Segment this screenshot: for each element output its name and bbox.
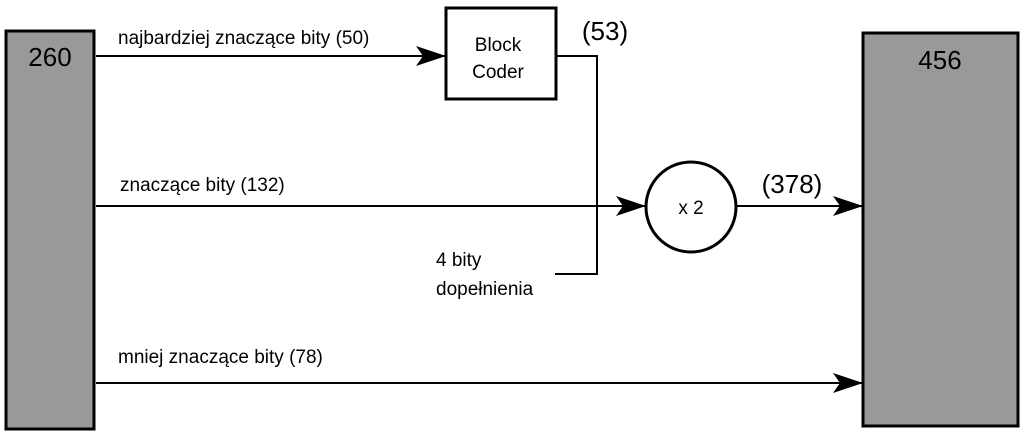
coder-output-line xyxy=(555,55,598,275)
block-coder-label-line2: Coder xyxy=(472,62,524,83)
top-path-label: najbardziej znaczące bity (50) xyxy=(118,28,369,49)
block-coder-box xyxy=(444,6,558,101)
block-coder-output-count: (53) xyxy=(582,16,628,46)
middle-path-label: znaczące bity (132) xyxy=(120,175,285,196)
input-block-value: 260 xyxy=(28,42,71,72)
multiplier-label: x 2 xyxy=(678,198,703,219)
padding-label-line2: dopełnienia xyxy=(436,279,534,300)
block-coder-label-line1: Block xyxy=(475,35,522,56)
output-block xyxy=(861,31,1020,428)
multiplier-output-count: (378) xyxy=(762,169,823,199)
padding-label-line1: 4 bity xyxy=(436,250,482,271)
input-block xyxy=(4,29,96,431)
output-block-value: 456 xyxy=(918,45,961,75)
bottom-path-label: mniej znaczące bity (78) xyxy=(118,347,323,368)
